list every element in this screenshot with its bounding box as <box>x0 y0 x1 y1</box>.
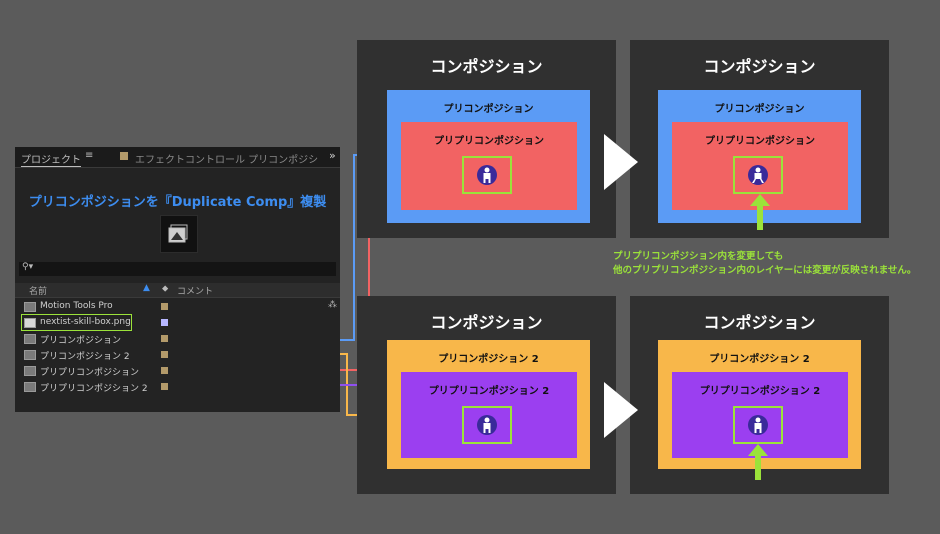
label-swatch[interactable] <box>161 319 168 326</box>
precomp-title: プリコンポジション 2 <box>709 354 810 365</box>
precomp-box: プリコンポジション 2 プリプリコンポジション 2 <box>387 340 590 469</box>
pre-precomp-title: プリプリコンポジション 2 <box>428 386 550 397</box>
composition-title: コンポジション <box>703 313 816 332</box>
project-panel: プロジェクト ≡ エフェクトコントロール プリコンポジシ » プリコンポジション… <box>15 147 340 412</box>
layer-highlight <box>462 406 512 444</box>
composition-title: コンポジション <box>430 57 543 76</box>
composition-bottom-right: コンポジション プリコンポジション 2 プリプリコンポジション 2 <box>630 296 889 494</box>
sort-arrow-icon[interactable]: ▲ <box>143 283 150 293</box>
layer-highlight <box>733 156 783 194</box>
pre-precomp-box: プリプリコンポジション 2 <box>401 372 577 458</box>
pre-precomp-title: プリプリコンポジション <box>705 136 815 147</box>
arrow-right-icon <box>604 134 638 190</box>
composition-top-right: コンポジション プリコンポジション プリプリコンポジション <box>630 40 889 238</box>
precomp-box: プリコンポジション プリプリコンポジション <box>387 90 590 223</box>
pre-precomp-box: プリプリコンポジション 2 <box>672 372 848 458</box>
robot-icon <box>748 415 768 435</box>
label-swatch[interactable] <box>161 303 168 310</box>
label-swatch[interactable] <box>161 335 168 342</box>
list-item[interactable]: プリコンポジション 2 <box>15 347 340 362</box>
title-banner: プリコンポジションを『Duplicate Comp』複製 <box>28 195 327 210</box>
network-icon[interactable]: ⁂ <box>328 300 337 310</box>
tag-icon <box>120 152 128 160</box>
robot-icon <box>477 415 497 435</box>
highlight-box <box>21 314 132 331</box>
comp-icon <box>24 302 36 312</box>
list-item[interactable]: Motion Tools Pro ⁂ <box>15 299 340 314</box>
list-item[interactable]: プリプリコンポジション 2 <box>15 379 340 394</box>
pre-precomp-box: プリプリコンポジション <box>401 122 577 210</box>
label-swatch[interactable] <box>161 383 168 390</box>
precomp-title: プリコンポジション <box>714 104 805 115</box>
list-item[interactable]: プリプリコンポジション <box>15 363 340 378</box>
tab-project[interactable]: プロジェクト <box>21 151 81 167</box>
layer-highlight <box>733 406 783 444</box>
composition-top-left: コンポジション プリコンポジション プリプリコンポジション <box>357 40 616 238</box>
note-text: プリプリコンポジション内を変更しても 他のプリプリコンポジション内のレイヤーには… <box>613 250 933 278</box>
list-header: 名前 ▲ ⬥ コメント <box>15 283 340 298</box>
tag-icon: ⬥ <box>162 284 169 294</box>
item-name: Motion Tools Pro <box>40 301 113 311</box>
search-input[interactable]: ⚲▾ <box>19 262 336 276</box>
header-name[interactable]: 名前 <box>29 287 48 297</box>
robot-icon <box>477 165 497 185</box>
list-item[interactable]: nextist-skill-box.png <box>15 314 340 331</box>
precomp-title: プリコンポジション <box>443 104 534 115</box>
pre-precomp-title: プリプリコンポジション <box>434 136 544 147</box>
tab-effect-controls[interactable]: エフェクトコントロール プリコンポジシ <box>135 155 319 166</box>
composition-title: コンポジション <box>430 313 543 332</box>
up-arrow-icon <box>748 444 768 480</box>
robot-icon <box>748 165 768 185</box>
precomp-title: プリコンポジション 2 <box>438 354 539 365</box>
pre-precomp-title: プリプリコンポジション 2 <box>699 386 821 397</box>
list-item[interactable]: プリコンポジション <box>15 331 340 346</box>
note-line-2: 他のプリプリコンポジション内のレイヤーには変更が反映されません。 <box>613 265 917 276</box>
arrow-right-icon <box>604 382 638 438</box>
up-arrow-icon <box>750 194 770 230</box>
comp-icon <box>24 350 36 360</box>
item-name: プリプリコンポジション 2 <box>40 384 148 394</box>
comp-icon <box>24 382 36 392</box>
composition-title: コンポジション <box>703 57 816 76</box>
expand-icon[interactable]: » <box>329 149 336 162</box>
label-swatch[interactable] <box>161 367 168 374</box>
header-comment[interactable]: コメント <box>177 287 214 297</box>
comp-icon <box>24 334 36 344</box>
comp-icon <box>24 366 36 376</box>
menu-icon[interactable]: ≡ <box>85 150 94 161</box>
item-name: プリコンポジション <box>40 336 122 346</box>
comp-icon <box>160 215 198 253</box>
item-name: nextist-skill-box.png <box>40 317 131 327</box>
search-icon: ⚲▾ <box>22 262 34 272</box>
label-swatch[interactable] <box>161 351 168 358</box>
note-line-1: プリプリコンポジション内を変更しても <box>613 251 784 262</box>
panel-tabs: プロジェクト ≡ エフェクトコントロール プリコンポジシ » <box>15 147 340 168</box>
item-name: プリプリコンポジション <box>40 368 140 378</box>
composition-bottom-left: コンポジション プリコンポジション 2 プリプリコンポジション 2 <box>357 296 616 494</box>
image-file-icon <box>24 318 36 328</box>
precomp-box: プリコンポジション プリプリコンポジション <box>658 90 861 223</box>
item-name: プリコンポジション 2 <box>40 352 130 362</box>
layer-highlight <box>462 156 512 194</box>
